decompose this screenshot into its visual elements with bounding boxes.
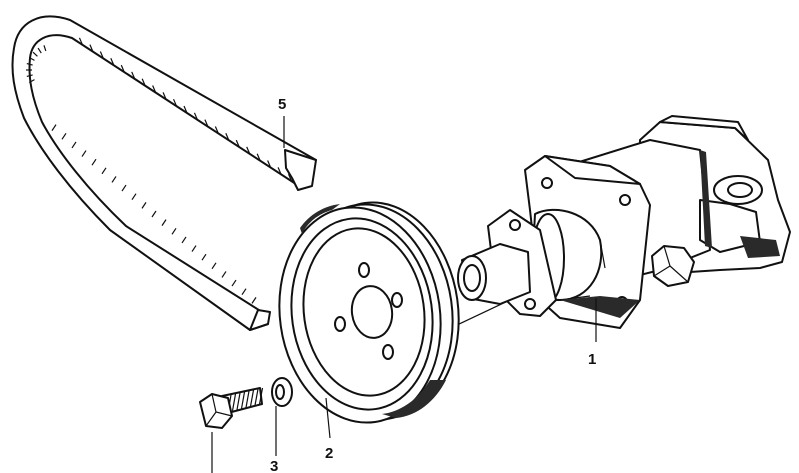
pulley xyxy=(278,201,460,424)
lock-washer xyxy=(271,377,293,407)
callout-belt: 5 xyxy=(278,96,286,148)
belt-teeth xyxy=(26,37,293,304)
callout-pulley: 2 xyxy=(325,397,333,462)
power-steering-pump xyxy=(457,115,791,329)
callout-pump: 1 xyxy=(588,298,597,368)
callout-washer: 3 xyxy=(270,406,278,473)
callout-label-pump: 1 xyxy=(588,351,596,368)
callout-label-washer: 3 xyxy=(270,458,278,473)
v-belt xyxy=(11,15,317,331)
callout-label-pulley: 2 xyxy=(325,445,333,462)
hex-bolt xyxy=(199,387,264,429)
callout-label-belt: 5 xyxy=(278,96,286,113)
